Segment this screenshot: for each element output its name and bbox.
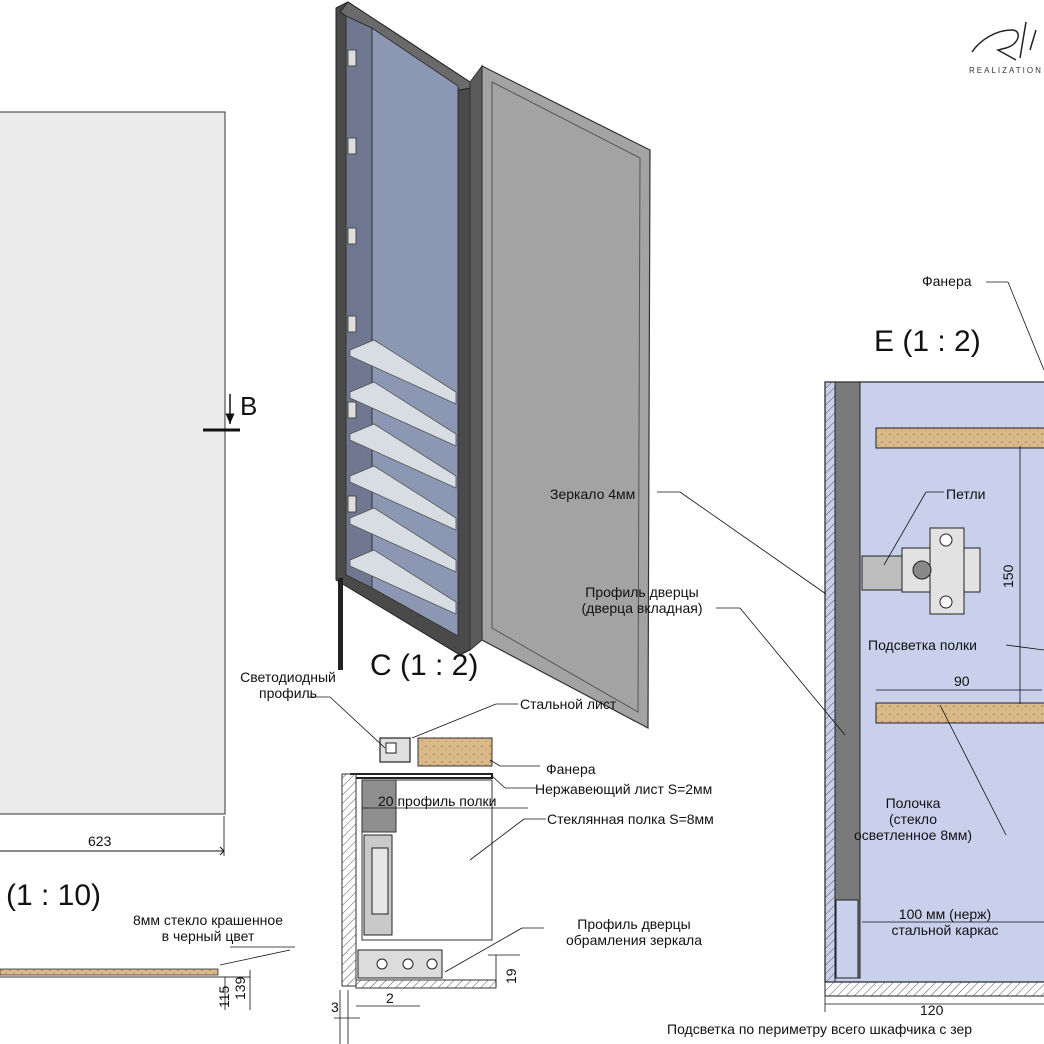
shelf [349, 465, 457, 531]
glass-shelf-outline [361, 779, 493, 941]
dimension-3: 3 [331, 999, 339, 1015]
callout-steel-frame-line1: 100 мм (нерж) [898, 906, 992, 922]
callout-plywood-c: Фанера [546, 761, 596, 777]
callout-perimeter-light: Подсветка по периметру всего шкафчика с … [667, 1021, 973, 1037]
led-profile [379, 737, 411, 763]
callout-glass-black: 8мм стекло крашенное в черный цвет [110, 912, 306, 944]
door-panel [0, 111, 226, 815]
section-mark: B [240, 391, 258, 421]
view-title-e: E (1 : 2) [874, 325, 981, 358]
shelf [349, 507, 457, 573]
dimension-139: 139 [232, 976, 248, 1000]
dimension-2: 2 [386, 990, 394, 1006]
bottom-hatch [355, 979, 497, 989]
detail-e [824, 381, 1044, 1012]
bottom-hatch-e [824, 981, 1044, 997]
dimension-623: 623 [88, 833, 112, 849]
callout-shelf-profile: 20 профиль полки [378, 793, 497, 809]
callout-stainless-sheet: Нержавеющий лист S=2мм [535, 781, 713, 797]
callout-hinges: Петли [946, 486, 986, 502]
shelf [349, 423, 457, 489]
glass-shelves [349, 339, 457, 615]
callout-door-profile-line2: (дверца вкладная) [581, 600, 703, 616]
view-title-c: C (1 : 2) [370, 649, 479, 682]
callout-led-profile-line1: Светодиодный [240, 669, 336, 685]
dimension-120: 120 [920, 1002, 944, 1018]
callout-shelf-line1: Полочка [885, 795, 941, 811]
hinge-e [861, 527, 981, 615]
callout-glass-black-line1: 8мм стекло крашенное [132, 912, 283, 928]
shelf-top [875, 427, 1044, 449]
left-wall-hatch [824, 381, 836, 983]
dimension-19: 19 [503, 968, 519, 984]
callout-door-profile: Профиль дверцы (дверца вкладная) [562, 584, 722, 616]
callout-mirror-frame-line1: Профиль дверцы [577, 916, 691, 932]
shelf [349, 549, 457, 615]
logo-subtitle: REALIZATION [969, 66, 1043, 75]
callout-door-profile-line1: Профиль дверцы [585, 584, 699, 600]
cabinet-leg [338, 578, 343, 670]
cabinet-cavity [824, 381, 1044, 983]
callout-shelf-light: Подсветка полки [868, 637, 978, 653]
dimension-90: 90 [954, 673, 970, 689]
shelf [349, 381, 457, 447]
view-scale: (1 : 10) [6, 879, 102, 912]
shelf-profile [361, 779, 397, 833]
callout-shelf-line2: (стекло [888, 811, 938, 827]
shelf-bottom [875, 702, 1044, 724]
callout-mirror: Зеркало 4мм [550, 486, 636, 502]
hinge-mechanism [357, 834, 443, 979]
callout-shelf: Полочка (стекло осветленное 8мм) [836, 795, 990, 843]
black-glass-section [0, 946, 295, 1010]
callout-steel-sheet: Стальной лист [520, 696, 617, 712]
detail-c [334, 737, 520, 1044]
dimension-150: 150 [1000, 564, 1016, 588]
mirror-door [481, 65, 651, 729]
hinges [347, 49, 357, 513]
front-view [0, 111, 240, 856]
callout-steel-frame: 100 мм (нерж) стальной каркас [870, 906, 1020, 938]
plywood-block [417, 737, 493, 767]
logo-mark [971, 21, 1037, 61]
callout-glass-shelf: Стеклянная полка S=8мм [547, 811, 714, 827]
callout-mirror-frame: Профиль дверцы обрамления зеркала [544, 916, 724, 948]
leader-lines [308, 281, 1044, 973]
callout-plywood-e: Фанера [922, 273, 972, 289]
wall-hatch [341, 773, 357, 987]
callout-led-profile-line2: профиль [259, 685, 317, 701]
dimension-115: 115 [216, 985, 232, 1008]
glass-strip [0, 968, 219, 976]
callout-glass-black-line2: в черный цвет [161, 928, 255, 944]
shelf [349, 339, 457, 405]
cabinet-isometric [335, 1, 651, 729]
grey-profile [834, 381, 861, 979]
callout-shelf-line3: осветленное 8мм) [853, 827, 973, 843]
callout-mirror-frame-line2: обрамления зеркала [566, 932, 702, 948]
callout-steel-frame-line2: стальной каркас [891, 922, 999, 938]
callout-led-profile: Светодиодный профиль [226, 669, 350, 701]
